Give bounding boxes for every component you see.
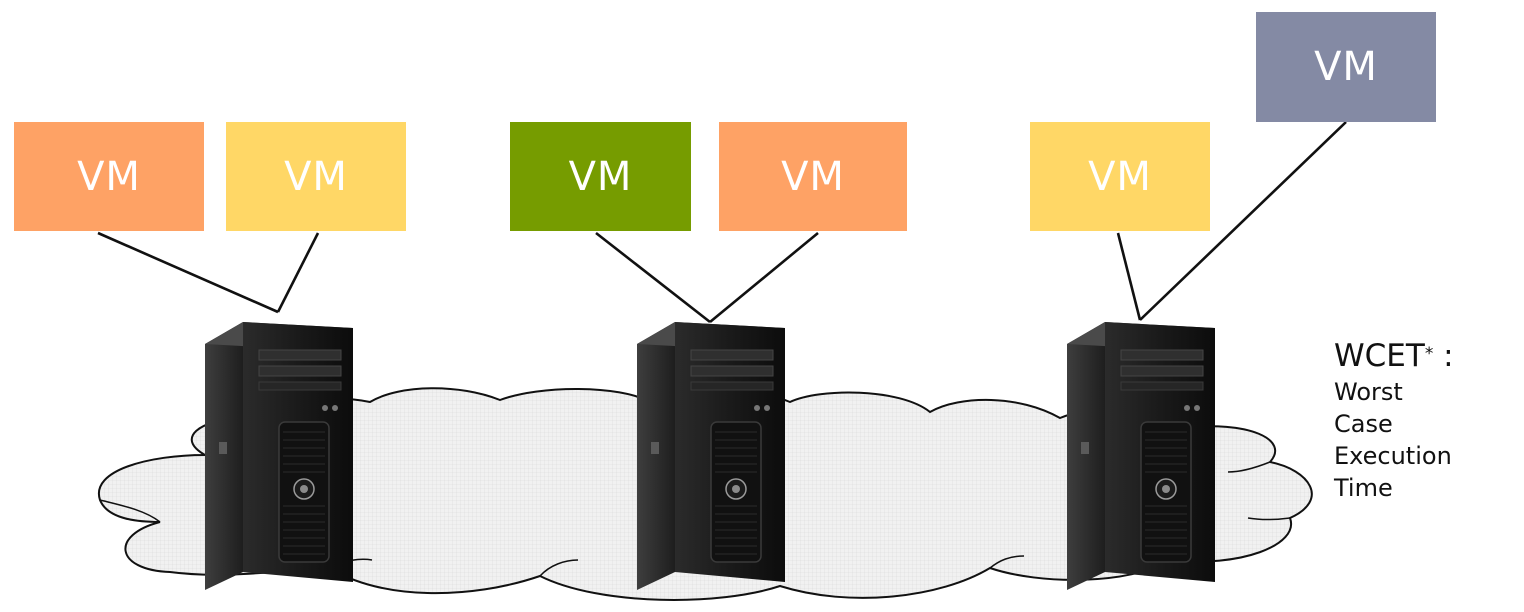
vm-box: VM: [719, 122, 907, 231]
legend-word: Case: [1334, 410, 1393, 438]
vm-label: VM: [1088, 153, 1152, 200]
connector-line: [1116, 232, 1142, 321]
legend-colon: :: [1433, 338, 1454, 374]
tower-server-icon: [636, 321, 786, 591]
legend-term: WCET: [1334, 338, 1425, 374]
connector-line: [709, 231, 819, 324]
legend-word: Execution: [1334, 442, 1452, 470]
vm-box: VM: [226, 122, 406, 231]
vm-label: VM: [781, 153, 845, 200]
server-1: [204, 321, 354, 591]
vm-label: VM: [1314, 44, 1378, 90]
tower-server-icon: [204, 321, 354, 591]
legend-marker: *: [1424, 344, 1434, 364]
tower-server-icon: [1066, 321, 1216, 591]
vm-box: VM: [14, 122, 204, 231]
legend-word: Time: [1334, 474, 1393, 502]
server-3: [1066, 321, 1216, 591]
legend-word: Worst: [1334, 378, 1403, 406]
vm-label: VM: [284, 153, 348, 200]
connector-line: [595, 231, 711, 324]
vm-connectors: [97, 121, 1347, 324]
vm-box: VM: [510, 122, 691, 231]
vm-box: VM: [1256, 12, 1436, 122]
vm-label: VM: [77, 153, 141, 200]
connector-line: [97, 231, 279, 314]
connector-line: [276, 232, 320, 313]
legend-term-line: WCET* :: [1334, 336, 1454, 376]
server-2: [636, 321, 786, 591]
connector-line: [1139, 121, 1347, 321]
vm-label: VM: [568, 153, 633, 200]
wcet-legend: WCET* : Worst Case Execution Time: [1334, 336, 1454, 504]
vm-box: VM: [1030, 122, 1210, 231]
